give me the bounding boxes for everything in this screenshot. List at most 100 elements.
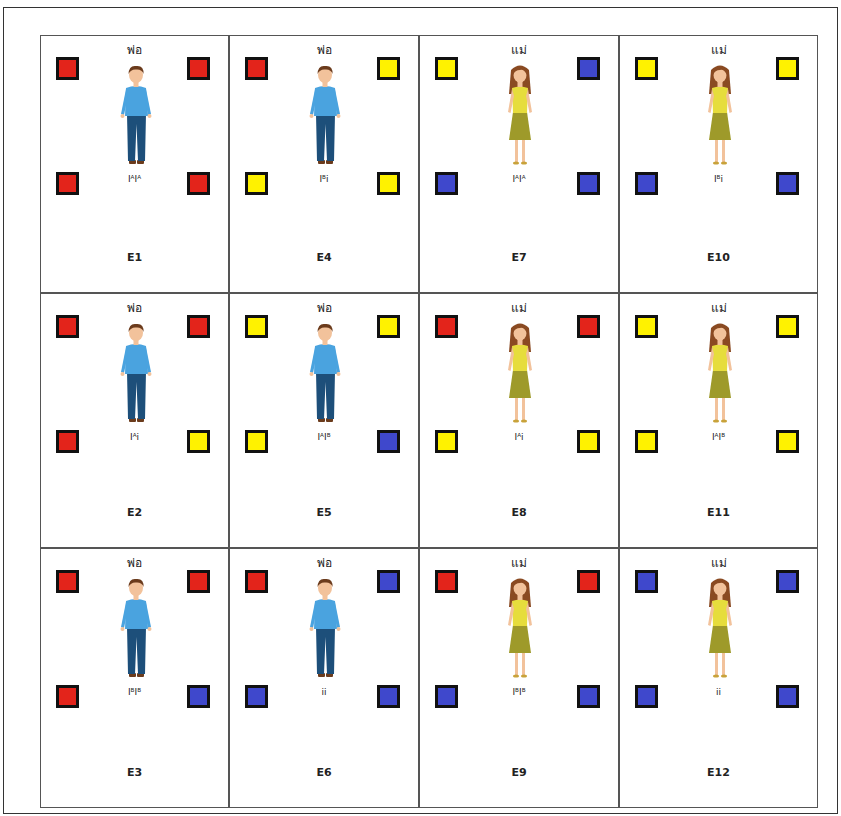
color-square	[377, 685, 400, 708]
genotype: Iᴮi	[620, 174, 817, 184]
parent-role: แม่	[620, 40, 817, 59]
card-label: E1	[41, 251, 228, 264]
color-square	[776, 570, 799, 593]
color-square	[187, 430, 210, 453]
parent-card: แม่IᴬiE8	[419, 293, 619, 548]
parent-role: แม่	[620, 553, 817, 572]
color-square	[577, 172, 600, 195]
parent-card: แม่ IᴬIᴬE7	[419, 35, 619, 293]
color-square	[435, 315, 458, 338]
parent-card: แม่ IᴮIᴮE9	[419, 548, 619, 808]
parent-role: แม่	[420, 553, 618, 572]
color-square	[377, 172, 400, 195]
genotype: IᴮIᴮ	[41, 687, 228, 697]
father-figure	[305, 61, 345, 169]
parent-card: พ่อ IᴬIᴬE1	[40, 35, 229, 293]
genotype: ii	[230, 687, 418, 697]
mother-figure	[500, 574, 540, 682]
father-figure	[305, 574, 345, 682]
color-square	[245, 430, 268, 453]
parent-card: พ่อIᴮiE4	[229, 35, 419, 293]
parent-card: พ่อ IᴮIᴮE3	[40, 548, 229, 808]
card-label: E5	[230, 506, 418, 519]
color-square	[435, 430, 458, 453]
card-label: E9	[420, 766, 618, 779]
color-square	[245, 57, 268, 80]
card-label: E2	[41, 506, 228, 519]
father-figure	[116, 61, 156, 169]
mother-figure	[500, 61, 540, 169]
genotype: IᴬIᴬ	[420, 174, 618, 184]
color-square	[187, 172, 210, 195]
color-square	[245, 172, 268, 195]
color-square	[245, 315, 268, 338]
color-square	[577, 570, 600, 593]
parent-card: แม่iiE12	[619, 548, 818, 808]
color-square	[435, 57, 458, 80]
genotype: IᴮIᴮ	[420, 687, 618, 697]
color-square	[187, 570, 210, 593]
parent-card: พ่อ IᴬiE2	[40, 293, 229, 548]
parent-role: พ่อ	[41, 40, 228, 59]
card-label: E6	[230, 766, 418, 779]
card-label: E4	[230, 251, 418, 264]
genotype: Iᴬi	[41, 432, 228, 442]
parent-role: พ่อ	[41, 553, 228, 572]
color-square	[56, 685, 79, 708]
color-square	[577, 315, 600, 338]
color-square	[377, 570, 400, 593]
father-figure	[305, 319, 345, 427]
color-square	[435, 570, 458, 593]
card-label: E3	[41, 766, 228, 779]
color-square	[56, 430, 79, 453]
color-square	[776, 315, 799, 338]
color-square	[635, 430, 658, 453]
parent-card: แม่ IᴬIᴮE11	[619, 293, 818, 548]
color-square	[635, 57, 658, 80]
color-square	[56, 315, 79, 338]
color-square	[577, 430, 600, 453]
color-square	[245, 570, 268, 593]
father-figure	[116, 574, 156, 682]
color-square	[577, 685, 600, 708]
color-square	[435, 685, 458, 708]
color-square	[377, 430, 400, 453]
genotype: Iᴮi	[230, 174, 418, 184]
father-figure	[116, 319, 156, 427]
color-square	[635, 172, 658, 195]
mother-figure	[700, 61, 740, 169]
color-square	[187, 315, 210, 338]
color-square	[56, 570, 79, 593]
parent-role: พ่อ	[230, 298, 418, 317]
color-square	[435, 172, 458, 195]
parent-role: แม่	[420, 298, 618, 317]
genotype: IᴬIᴮ	[230, 432, 418, 442]
parent-card: พ่อ iiE6	[229, 548, 419, 808]
card-label: E12	[620, 766, 817, 779]
parent-card: แม่ IᴮiE10	[619, 35, 818, 293]
genotype: Iᴬi	[420, 432, 618, 442]
color-square	[776, 57, 799, 80]
color-square	[635, 570, 658, 593]
color-square	[776, 430, 799, 453]
parent-role: พ่อ	[41, 298, 228, 317]
card-label: E7	[420, 251, 618, 264]
card-label: E10	[620, 251, 817, 264]
color-square	[776, 172, 799, 195]
mother-figure	[700, 319, 740, 427]
color-square	[377, 315, 400, 338]
card-label: E11	[620, 506, 817, 519]
parent-role: แม่	[420, 40, 618, 59]
parent-card: พ่อ IᴬIᴮE5	[229, 293, 419, 548]
genotype: IᴬIᴮ	[620, 432, 817, 442]
color-square	[187, 57, 210, 80]
color-square	[635, 685, 658, 708]
parent-role: แม่	[620, 298, 817, 317]
color-square	[245, 685, 268, 708]
color-square	[776, 685, 799, 708]
parent-role: พ่อ	[230, 553, 418, 572]
color-square	[377, 57, 400, 80]
genotype: IᴬIᴬ	[41, 174, 228, 184]
mother-figure	[700, 574, 740, 682]
mother-figure	[500, 319, 540, 427]
